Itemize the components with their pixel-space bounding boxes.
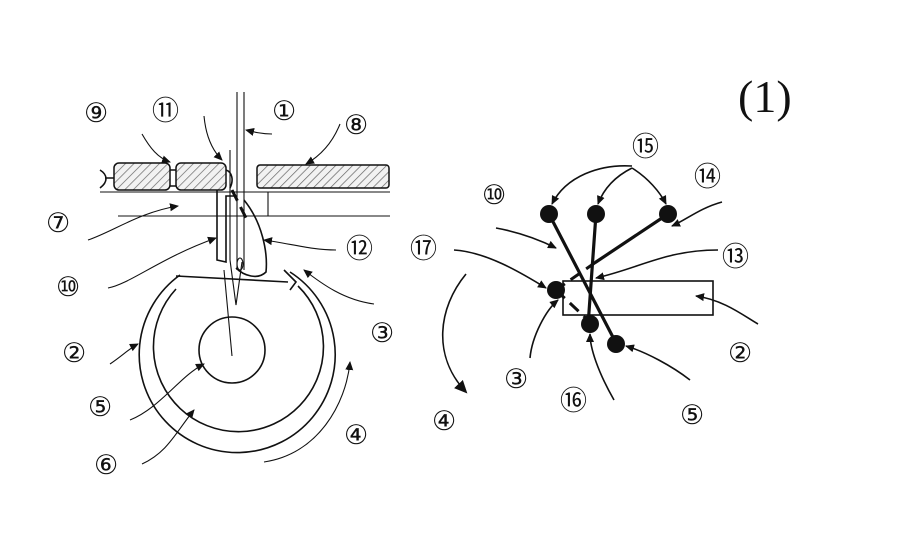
leader-arrow: [453, 249, 547, 289]
brace-arrow: [597, 167, 633, 205]
label-circled-4: ④: [432, 406, 456, 437]
leader-arrow: [595, 249, 719, 281]
node-dot: [587, 205, 605, 223]
leader-line: [203, 115, 223, 161]
hatched-plate: [256, 164, 390, 189]
node-dot: [547, 281, 565, 299]
inner-ring: [152, 285, 325, 433]
hatched-fabric-segment: [175, 162, 227, 191]
node-dot: [581, 315, 599, 333]
needle-eye: [236, 257, 244, 271]
needle-tip: [229, 259, 243, 306]
label-circled-7: ⑦: [46, 208, 70, 239]
bold-line: [586, 212, 598, 328]
hub-circle: [198, 316, 266, 384]
dashed-thread: [230, 189, 250, 223]
label-circled-15: ⑮: [632, 132, 659, 163]
label-circled-10: ⑩: [482, 180, 506, 211]
figure-title: (1): [738, 71, 792, 122]
label-circled-3: ③: [504, 364, 528, 395]
label-circled-11: ⑪: [152, 96, 179, 127]
label-circled-4: ④: [344, 420, 368, 451]
left-diagram: ⑨ ⑪ ① ⑧ ⑦ ⑫ ⑩ ③ ② ⑤ ④ ⑥: [46, 92, 394, 481]
leader-arrow: [671, 201, 723, 227]
node-dot: [540, 205, 558, 223]
leader-line: [303, 269, 375, 305]
label-circled-5: ⑤: [680, 400, 704, 431]
leader-arrow: [625, 344, 691, 381]
label-circled-2: ②: [728, 338, 752, 369]
label-circled-17: ⑰: [410, 234, 437, 265]
label-circled-14: ⑭: [694, 162, 721, 193]
right-diagram: ⑮ ⑭ ⑩ ⑰ ⑬ ② ③ ⑯ ⑤ ④: [410, 132, 759, 437]
label-circled-12: ⑫: [346, 234, 373, 265]
label-circled-5: ⑤: [88, 392, 112, 423]
leader-arrow: [586, 333, 615, 401]
label-circled-3: ③: [370, 318, 394, 349]
leader-line: [109, 343, 139, 365]
bold-line: [594, 212, 670, 264]
leader-arrow: [529, 299, 559, 359]
hatched-fabric-segment: [113, 162, 171, 191]
thread-path: [216, 190, 236, 263]
label-circled-13: ⑬: [722, 242, 749, 273]
leader-arrow: [495, 227, 557, 249]
leader-line: [87, 203, 179, 241]
hub-spoke: [223, 269, 233, 357]
leader-line: [305, 123, 341, 165]
looper-hook: [235, 199, 268, 278]
leader-line: [107, 236, 217, 289]
leader-line: [141, 409, 195, 465]
bold-line: [547, 212, 618, 345]
leader-arrow: [695, 293, 759, 325]
stitch-thread: [99, 169, 233, 189]
label-circled-9: ⑨: [84, 98, 108, 129]
brace-arrow: [631, 167, 667, 205]
motion-arrow: [441, 273, 468, 394]
leader-line: [141, 133, 171, 164]
rotation-arrow: [263, 361, 354, 463]
leader-line: [245, 128, 273, 136]
label-circled-1: ①: [272, 96, 296, 127]
label-circled-2: ②: [62, 338, 86, 369]
label-circled-8: ⑧: [344, 110, 368, 141]
ring-gap-line: [175, 275, 289, 283]
leader-line: [129, 363, 205, 421]
node-dot: [607, 335, 625, 353]
node-dot: [659, 205, 677, 223]
ring-gap-tip: [283, 269, 298, 291]
label-circled-6: ⑥: [94, 450, 118, 481]
label-circled-16: ⑯: [560, 386, 587, 417]
label-circled-10: ⑩: [56, 272, 80, 303]
leader-line: [263, 237, 337, 251]
brace-arrow: [551, 165, 633, 205]
outer-ring: [138, 271, 337, 454]
